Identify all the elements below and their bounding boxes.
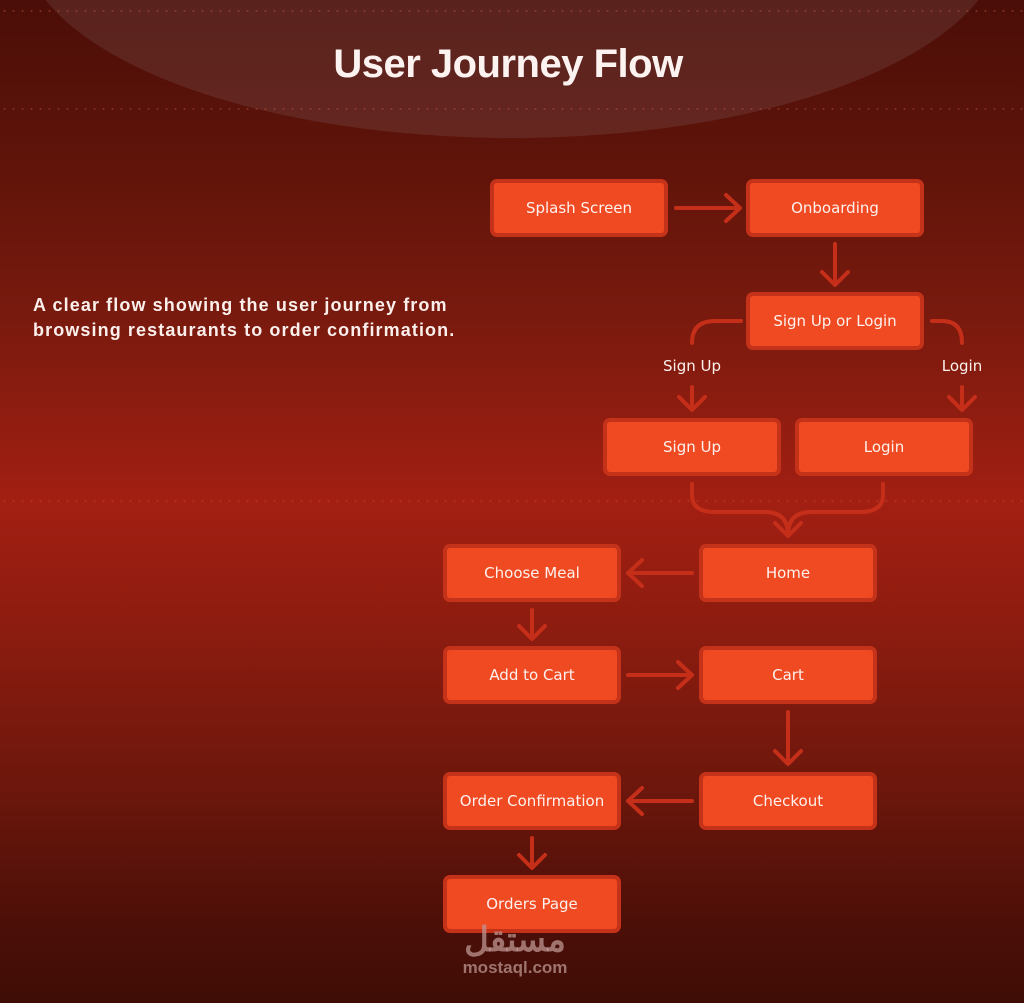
node-label: Checkout xyxy=(752,792,824,810)
watermark-latin: mostaql.com xyxy=(462,958,568,977)
node-label: Splash Screen xyxy=(525,199,633,217)
node-label: Add to Cart xyxy=(489,666,575,684)
node-label: Orders Page xyxy=(486,895,578,913)
edge-label-login: Login xyxy=(941,357,983,375)
dotted-divider xyxy=(0,10,1024,12)
arrow-order-confirmation-to-orders-page xyxy=(517,836,547,870)
dotted-divider xyxy=(0,500,1024,502)
dotted-divider xyxy=(0,108,1024,110)
arrow-checkout-to-order-confirmation xyxy=(626,786,694,816)
arrow-onboarding-to-signup-or-login xyxy=(820,242,850,287)
arrow-home-to-choose-meal xyxy=(626,558,694,588)
node-label: Home xyxy=(765,564,811,582)
node-add-to-cart[interactable]: Add to Cart xyxy=(443,646,621,704)
node-label: Onboarding xyxy=(791,199,879,217)
node-login[interactable]: Login xyxy=(795,418,973,476)
node-signup-or-login[interactable]: Sign Up or Login xyxy=(746,292,924,350)
arrow-choose-meal-to-add-to-cart xyxy=(517,608,547,641)
node-onboarding[interactable]: Onboarding xyxy=(746,179,924,237)
node-label: Sign Up xyxy=(663,438,721,456)
node-checkout[interactable]: Checkout xyxy=(699,772,877,830)
node-cart[interactable]: Cart xyxy=(699,646,877,704)
node-label: Sign Up or Login xyxy=(773,312,897,330)
node-orders-page[interactable]: Orders Page xyxy=(443,875,621,933)
node-label: Cart xyxy=(772,666,804,684)
node-choose-meal[interactable]: Choose Meal xyxy=(443,544,621,602)
edge-label-signup: Sign Up xyxy=(663,357,721,375)
node-label: Order Confirmation xyxy=(459,792,605,810)
page-title: User Journey Flow xyxy=(333,42,683,86)
node-signup[interactable]: Sign Up xyxy=(603,418,781,476)
node-label: Choose Meal xyxy=(484,564,580,582)
watermark-logo: مستقل mostaql.com xyxy=(450,922,580,978)
arrow-signup-login-to-home xyxy=(690,482,885,538)
arrow-splash-to-onboarding xyxy=(674,193,742,223)
node-order-confirmation[interactable]: Order Confirmation xyxy=(443,772,621,830)
node-home[interactable]: Home xyxy=(699,544,877,602)
arrow-signup-or-login-to-signup xyxy=(677,319,743,412)
flow-description: A clear flow showing the user journey fr… xyxy=(33,295,456,340)
node-label: Login xyxy=(863,438,905,456)
watermark-arabic: مستقل xyxy=(464,921,566,959)
arrow-signup-or-login-to-login xyxy=(930,319,977,412)
arrow-add-to-cart-to-cart xyxy=(626,660,694,690)
node-splash-screen[interactable]: Splash Screen xyxy=(490,179,668,237)
arrow-cart-to-checkout xyxy=(773,710,803,766)
